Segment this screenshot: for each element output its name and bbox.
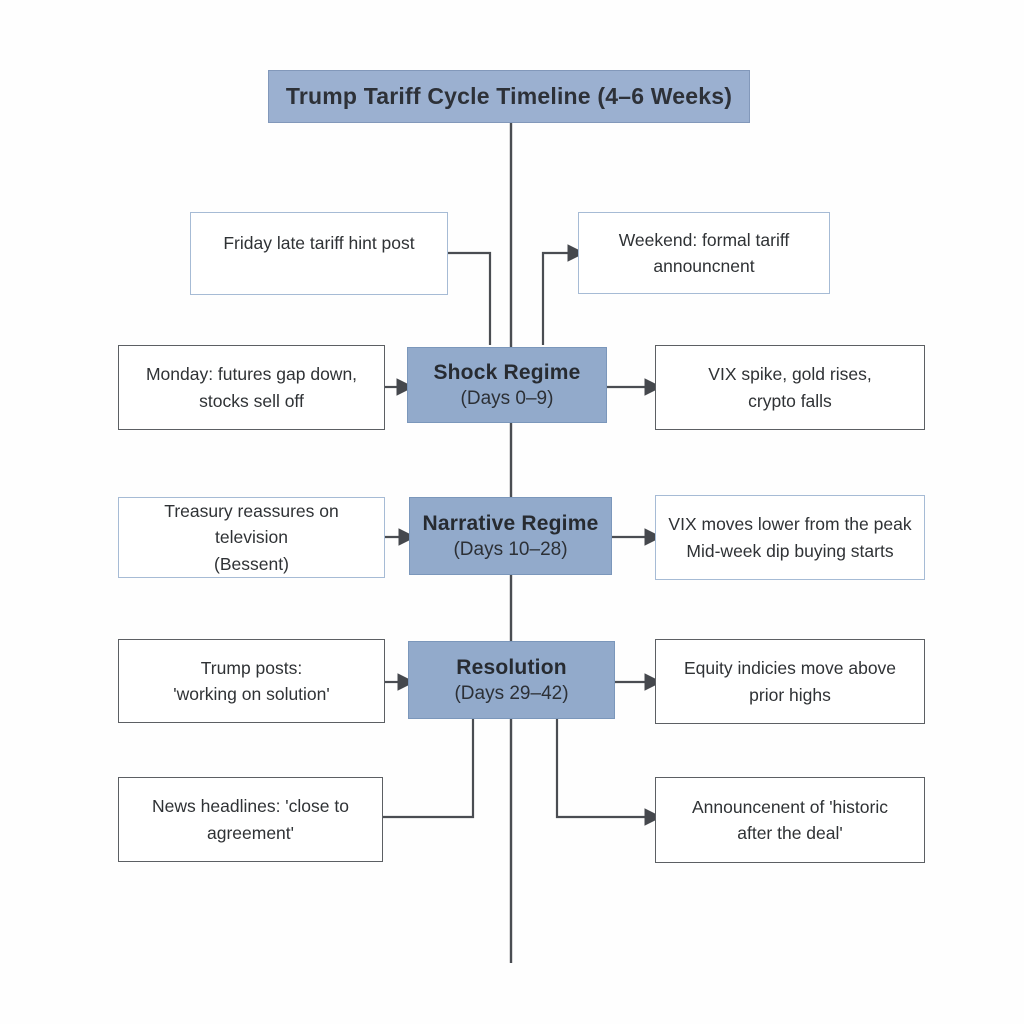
event-label-announcement: Announcenent of 'historic after the deal… xyxy=(692,796,888,843)
event-box-trump-posts: Trump posts: 'working on solution' xyxy=(118,639,385,723)
edge-shock-weekend xyxy=(541,244,586,345)
event-label-vix-spike: VIX spike, gold rises, crypto falls xyxy=(708,364,872,411)
event-box-friday: Friday late tariff hint post xyxy=(190,212,448,295)
event-label-vix-lower: VIX moves lower from the peak Mid-week d… xyxy=(668,514,912,561)
event-box-treasury: Treasury reassures on television (Bessen… xyxy=(118,497,385,578)
event-box-news: News headlines: 'close to agreement' xyxy=(118,777,383,862)
edge-resolution-announcement xyxy=(555,719,663,826)
event-box-vix-spike: VIX spike, gold rises, crypto falls xyxy=(655,345,925,430)
stage-days-shock: (Days 0–9) xyxy=(460,387,554,409)
diagram-title: Trump Tariff Cycle Timeline (4–6 Weeks) xyxy=(285,83,733,109)
title-box: Trump Tariff Cycle Timeline (4–6 Weeks) xyxy=(268,70,750,123)
event-box-weekend: Weekend: formal tariff announcnent xyxy=(578,212,830,294)
stage-box-shock-regime: Shock Regime (Days 0–9) xyxy=(407,347,607,423)
event-label-monday: Monday: futures gap down, stocks sell of… xyxy=(145,364,358,411)
event-box-equity: Equity indicies move above prior highs xyxy=(655,639,925,724)
edge-resolution-news xyxy=(383,719,475,819)
event-box-announcement: Announcenent of 'historic after the deal… xyxy=(655,777,925,863)
event-box-vix-lower: VIX moves lower from the peak Mid-week d… xyxy=(655,495,925,580)
stage-box-narrative-regime: Narrative Regime (Days 10–28) xyxy=(409,497,612,575)
event-label-equity: Equity indicies move above prior highs xyxy=(683,658,897,705)
event-label-trump-posts: Trump posts: 'working on solution' xyxy=(173,657,330,704)
event-label-treasury: Treasury reassures on television (Bessen… xyxy=(164,501,339,574)
event-label-news: News headlines: 'close to agreement' xyxy=(152,796,349,843)
stage-days-narrative: (Days 10–28) xyxy=(453,538,568,560)
stage-box-resolution: Resolution (Days 29–42) xyxy=(408,641,615,719)
event-label-friday: Friday late tariff hint post xyxy=(223,233,415,253)
event-label-weekend: Weekend: formal tariff announcnent xyxy=(618,229,790,276)
stage-name-resolution: Resolution xyxy=(456,655,567,679)
stage-name-narrative: Narrative Regime xyxy=(422,511,599,535)
edge-friday-shock xyxy=(448,251,492,345)
stage-name-shock: Shock Regime xyxy=(433,360,581,384)
event-box-monday: Monday: futures gap down, stocks sell of… xyxy=(118,345,385,430)
stage-days-resolution: (Days 29–42) xyxy=(454,682,569,704)
